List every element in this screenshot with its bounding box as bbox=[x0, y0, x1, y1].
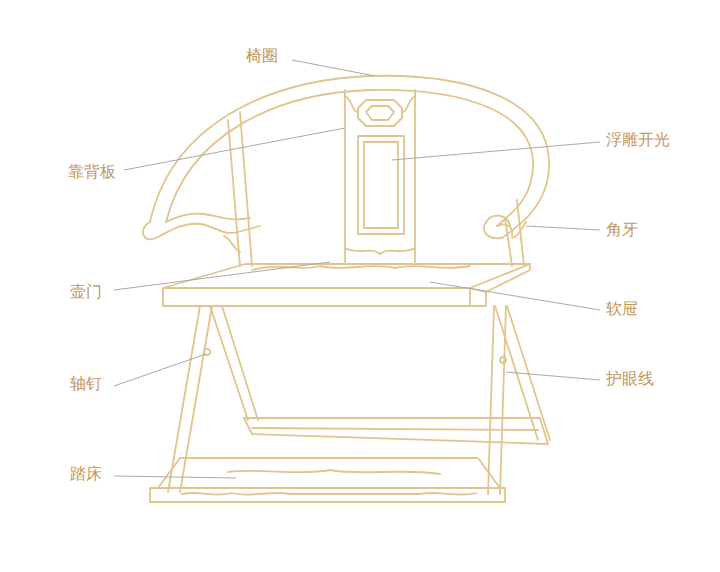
chair-line bbox=[240, 112, 252, 266]
chair-line bbox=[163, 288, 470, 306]
chair-line bbox=[366, 106, 394, 120]
leader-line bbox=[392, 142, 600, 160]
leader-line bbox=[114, 354, 206, 386]
leader-line bbox=[292, 60, 375, 76]
part-label: 角牙 bbox=[604, 220, 640, 240]
chair-line bbox=[163, 264, 530, 288]
leader-line bbox=[506, 372, 600, 380]
leader-line bbox=[124, 128, 345, 170]
chair-outline bbox=[143, 76, 550, 502]
part-label: 踏床 bbox=[68, 464, 104, 484]
leader-line bbox=[430, 282, 600, 310]
part-label: 软屉 bbox=[604, 299, 640, 319]
chair-line bbox=[364, 142, 398, 228]
chair-line bbox=[210, 306, 258, 420]
chair-line bbox=[486, 264, 530, 292]
chair-line bbox=[166, 90, 533, 226]
chair-line bbox=[150, 488, 505, 502]
chair-line bbox=[252, 428, 538, 430]
part-label: 护眼线 bbox=[604, 369, 656, 389]
chair-line bbox=[166, 214, 250, 222]
chair-line bbox=[228, 120, 240, 266]
part-label: 浮雕开光 bbox=[604, 130, 672, 150]
chair-line bbox=[345, 96, 415, 112]
chair-line bbox=[358, 136, 404, 234]
chair-line bbox=[505, 218, 512, 266]
part-label: 轴钉 bbox=[68, 374, 104, 394]
leader-line bbox=[526, 226, 600, 230]
chair-line bbox=[345, 90, 415, 262]
leader-line bbox=[114, 476, 236, 478]
chair-line bbox=[345, 248, 415, 254]
part-label: 靠背板 bbox=[66, 162, 118, 182]
part-label: 椅圈 bbox=[244, 46, 280, 66]
chair-line bbox=[497, 224, 512, 236]
chair-line bbox=[224, 222, 526, 252]
chair-line bbox=[500, 357, 506, 363]
part-label: 壸门 bbox=[68, 282, 104, 302]
chair-line bbox=[358, 100, 402, 126]
leader-lines bbox=[114, 60, 600, 478]
leader-line bbox=[114, 262, 330, 290]
chair-line bbox=[244, 418, 548, 444]
chair-line bbox=[150, 76, 549, 238]
chair-line bbox=[182, 493, 476, 495]
chair-line bbox=[158, 458, 500, 488]
chair-line bbox=[228, 470, 440, 474]
chair-line bbox=[143, 222, 260, 239]
